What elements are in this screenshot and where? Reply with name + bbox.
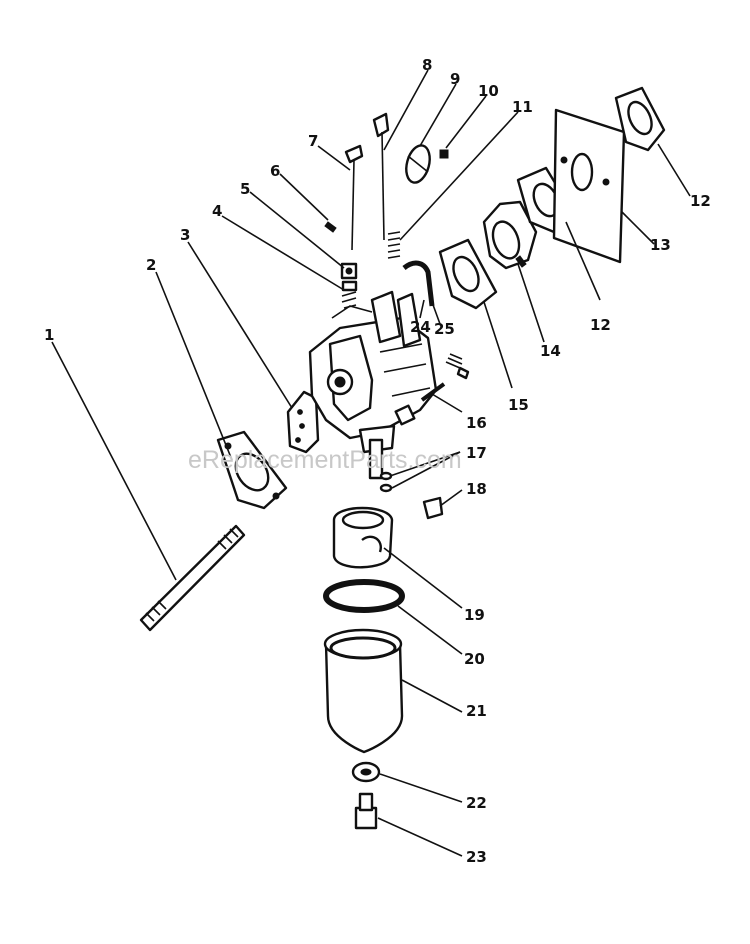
callout-12-upper: 12 <box>690 192 711 210</box>
part-4-needle-spring <box>341 280 358 309</box>
part-9-throttle-plate <box>405 144 431 184</box>
callout-6: 6 <box>270 162 280 180</box>
part-10-screw <box>439 149 449 159</box>
callout-4: 4 <box>212 202 222 220</box>
part-6-screw <box>324 221 337 233</box>
part-23-bolt <box>354 792 378 830</box>
callout-12-lower: 12 <box>590 316 611 334</box>
part-13-plate <box>552 108 626 264</box>
callout-23: 23 <box>466 848 487 866</box>
part-15-gasket <box>438 238 498 310</box>
callout-21: 21 <box>466 702 487 720</box>
callout-15: 15 <box>508 396 529 414</box>
callout-9: 9 <box>450 70 460 88</box>
watermark: eReplacementParts.com <box>188 446 462 474</box>
part-12-gasket-outer <box>614 86 666 152</box>
callout-10: 10 <box>478 82 499 100</box>
callout-5: 5 <box>240 180 250 198</box>
part-2-gasket <box>216 430 288 510</box>
part-1-stud <box>139 524 246 632</box>
callout-16: 16 <box>466 414 487 432</box>
part-5-fitting <box>340 262 358 280</box>
part-18-screw <box>422 496 444 520</box>
part-19-float <box>332 506 394 569</box>
part-8-throttle-shaft <box>372 112 390 241</box>
part-17-pins <box>368 438 393 493</box>
callout-17: 17 <box>466 444 487 462</box>
callout-numbers: 1 2 3 4 5 6 7 8 9 10 11 12 12 13 14 15 1… <box>44 56 711 866</box>
callout-1: 1 <box>44 326 54 344</box>
callout-24: 24 <box>410 318 431 336</box>
callout-22: 22 <box>466 794 487 812</box>
part-7-choke-shaft <box>344 144 364 251</box>
callout-25: 25 <box>434 320 455 338</box>
callout-19: 19 <box>464 606 485 624</box>
part-11-spring <box>387 231 401 259</box>
callout-13: 13 <box>650 236 671 254</box>
callout-3: 3 <box>180 226 190 244</box>
leader-lines <box>51 69 691 857</box>
part-3-diaphragm <box>286 390 320 454</box>
carburetor-body <box>308 290 438 454</box>
callout-14: 14 <box>540 342 561 360</box>
part-16-pin <box>420 353 470 402</box>
callout-18: 18 <box>466 480 487 498</box>
part-21-float-bowl <box>323 628 404 754</box>
part-20-o-ring <box>323 579 405 613</box>
callout-2: 2 <box>146 256 156 274</box>
callout-11: 11 <box>512 98 533 116</box>
callout-7: 7 <box>308 132 318 150</box>
callout-20: 20 <box>464 650 485 668</box>
part-24-25-tube <box>402 260 435 307</box>
callout-8: 8 <box>422 56 432 74</box>
part-22-washer <box>351 761 381 783</box>
part-14-spacer <box>482 200 538 270</box>
